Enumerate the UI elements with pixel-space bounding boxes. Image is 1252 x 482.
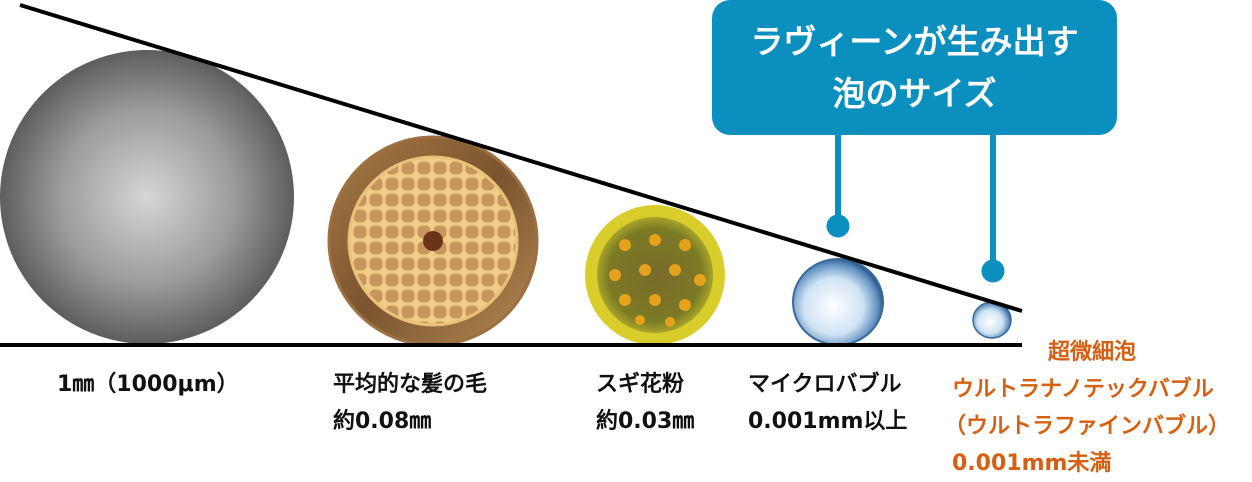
callout-pins (826, 130, 1005, 283)
callout-box: ラヴィーンが生み出す 泡のサイズ (712, 0, 1117, 135)
callout-line-2: 泡のサイズ (832, 73, 997, 113)
label-hair: 平均的な髪の毛 約0.08㎜ (333, 372, 488, 434)
slope-line (19, 3, 1023, 313)
label-microbubble: マイクロバブル 0.001mm以上 (748, 372, 908, 434)
label-pollen: スギ花粉 約0.03㎜ (596, 372, 695, 434)
microbubble (792, 258, 884, 346)
label-sphere: 1㎜（1000μm） (57, 372, 239, 397)
hair-cross-section (327, 135, 539, 347)
sphere-1mm (0, 50, 294, 344)
pollen-grain (585, 205, 725, 345)
callout-line-1: ラヴィーンが生み出す (750, 21, 1079, 61)
label-ultrafine-bubble: 超微細泡 ウルトラナノテックバブル （ウルトラファインバブル） 0.001mm未… (944, 340, 1231, 476)
